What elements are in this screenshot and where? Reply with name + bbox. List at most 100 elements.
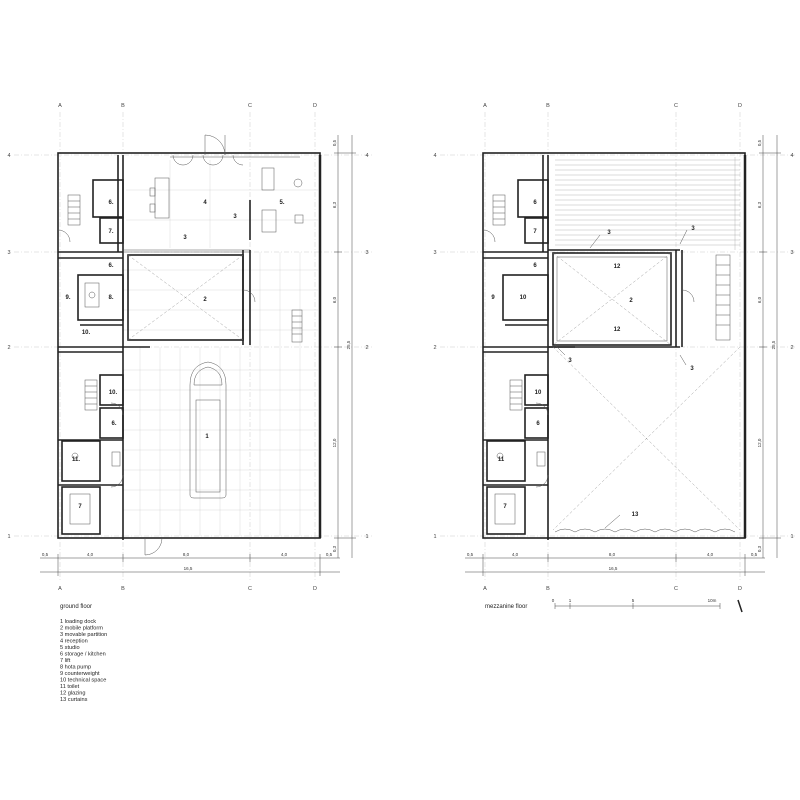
mf-label-6c: 6: [536, 421, 540, 427]
mf-scale-bar: 0 1 5 10m: [552, 598, 743, 613]
gf-legend-item: 1 loading dock: [60, 619, 96, 625]
gf-axis-right-2: 2: [365, 345, 368, 351]
mf-dim-r1: 6,3: [757, 201, 762, 208]
mf-leaders: [554, 229, 688, 529]
mf-label-10b: 10: [535, 390, 542, 396]
mf-void-cross: [552, 252, 741, 531]
gf-legend-item: 5 studio: [60, 645, 80, 651]
mf-axis-top-d: D: [738, 103, 742, 109]
gf-label-10b: 10.: [109, 390, 118, 396]
mf-furniture: [494, 451, 546, 525]
mf-axis-top-c: C: [674, 103, 678, 109]
ground-floor-plan: A B C D A B C D 4 3 2 1 4 3 2 1: [7, 103, 372, 703]
gf-room-labels: 1 2 3 3 4 5. 6. 6. 6. 7. 7 8. 9. 10. 10.…: [65, 200, 284, 510]
mf-label-6a: 6: [533, 200, 537, 206]
mf-axis-bottom-d: D: [738, 586, 742, 592]
gf-dimensions-bottom: 0,5 4,0 8,0 4,0 0,5 16,5: [40, 552, 340, 576]
mf-axis-top-a: A: [483, 103, 487, 109]
gf-legend: 1 loading dock 2 mobile platform 3 movab…: [60, 619, 107, 703]
mf-axis-left-4: 4: [433, 153, 436, 159]
mf-axis-bottom-c: C: [674, 586, 678, 592]
gf-label-6c: 6.: [111, 421, 116, 427]
mf-label-3d: 3: [690, 366, 694, 372]
mf-roof-hatch: [555, 157, 740, 250]
mf-label-9: 9: [491, 295, 495, 301]
gf-axis-top-c: C: [248, 103, 252, 109]
gf-walls: [57, 152, 322, 540]
mf-dim-b4: 0,5: [751, 552, 758, 557]
gf-dim-total: 16,5: [184, 566, 193, 571]
gf-axis-bottom-d: D: [313, 586, 317, 592]
gf-dimensions-right: 0,5 6,3 6,0 12,0 0,3 25,5: [332, 135, 356, 558]
gf-axis-top-a: A: [58, 103, 62, 109]
gf-legend-item: 2 mobile platform: [60, 626, 103, 632]
gf-dim-r4: 0,3: [332, 545, 337, 552]
gf-legend-item: 7 lift: [60, 658, 71, 664]
gf-legend-item: 11 toilet: [60, 684, 80, 690]
mf-dim-r-total: 25,5: [771, 340, 776, 349]
mf-axis-bottom-a: A: [483, 586, 487, 592]
gf-label-11: 11.: [72, 457, 80, 463]
gf-axis-bottom-c: C: [248, 586, 252, 592]
mf-room-labels: 2 3 3 3 3 6 6 6 7 7 9 10 10 11 12 12 13: [491, 200, 695, 518]
north-arrow-icon: [737, 599, 743, 613]
gf-dim-b3: 4,0: [281, 552, 288, 557]
mf-label-11: 11: [498, 457, 505, 463]
mf-label-6b: 6: [533, 263, 537, 269]
mf-axis-left-3: 3: [433, 250, 436, 256]
gf-dim-b1: 4,0: [87, 552, 94, 557]
mf-dim-total: 16,5: [609, 566, 618, 571]
mf-label-10a: 10: [520, 295, 527, 301]
mf-curtain: [554, 528, 736, 533]
gf-dim-r1: 6,3: [332, 201, 337, 208]
scale-label-1: 1: [569, 598, 572, 603]
gf-title: ground floor: [60, 604, 92, 610]
scale-label-0: 0: [552, 598, 555, 603]
mezzanine-floor-plan: A B C D A B C D 4 3 2 1 4 3 2 1: [433, 103, 795, 613]
mf-axis-right-4: 4: [790, 153, 793, 159]
mf-label-12a: 12: [614, 264, 621, 270]
gf-label-9: 9.: [65, 295, 70, 301]
gf-doors: [57, 134, 256, 556]
gf-axis-bottom-a: A: [58, 586, 62, 592]
gf-axis-left-1: 1: [7, 534, 10, 540]
gf-dim-r3: 12,0: [332, 438, 337, 447]
mf-dim-r3: 12,0: [757, 438, 762, 447]
gf-label-3a: 3: [183, 235, 187, 241]
gf-dim-b0: 0,5: [42, 552, 49, 557]
gf-label-3b: 3: [233, 214, 237, 220]
gf-legend-item: 10 technical space: [60, 678, 106, 684]
gf-axis-left-3: 3: [7, 250, 10, 256]
mf-dim-r0: 0,5: [757, 139, 762, 146]
mf-walls: [482, 152, 747, 540]
mf-dim-b0: 0,5: [467, 552, 474, 557]
mf-dim-r2: 6,0: [757, 296, 762, 303]
mf-dim-r4: 0,3: [757, 545, 762, 552]
mf-axis-bottom-b: B: [546, 586, 550, 592]
mf-axis-right-3: 3: [790, 250, 793, 256]
gf-axis-labels: A B C D A B C D 4 3 2 1 4 3 2 1: [7, 103, 368, 592]
gf-legend-item: 4 reception: [60, 639, 88, 645]
gf-axis-left-2: 2: [7, 345, 10, 351]
gf-label-10a: 10.: [82, 330, 91, 336]
gf-label-2: 2: [203, 297, 207, 303]
gf-legend-item: 3 movable partition: [60, 632, 107, 638]
gf-axis-right-1: 1: [365, 534, 368, 540]
gf-label-1: 1: [205, 434, 209, 440]
mf-axis-top-b: B: [546, 103, 550, 109]
mf-label-2: 2: [629, 298, 633, 304]
mf-dim-b1: 4,0: [512, 552, 519, 557]
mf-axis-left-1: 1: [433, 534, 436, 540]
mf-axis-grid: [440, 112, 795, 580]
gf-label-7b: 7: [78, 504, 82, 510]
scale-label-5: 5: [632, 598, 635, 603]
gf-vehicle-outline: [189, 361, 227, 499]
mf-dim-b2: 8,0: [609, 552, 616, 557]
mf-label-3c: 3: [568, 358, 572, 364]
gf-label-8: 8.: [108, 295, 113, 301]
gf-legend-item: 8 hota pump: [60, 665, 91, 671]
gf-axis-left-4: 4: [7, 153, 10, 159]
gf-dim-b2: 8,0: [183, 552, 190, 557]
gf-legend-item: 9 counterweight: [60, 671, 100, 677]
